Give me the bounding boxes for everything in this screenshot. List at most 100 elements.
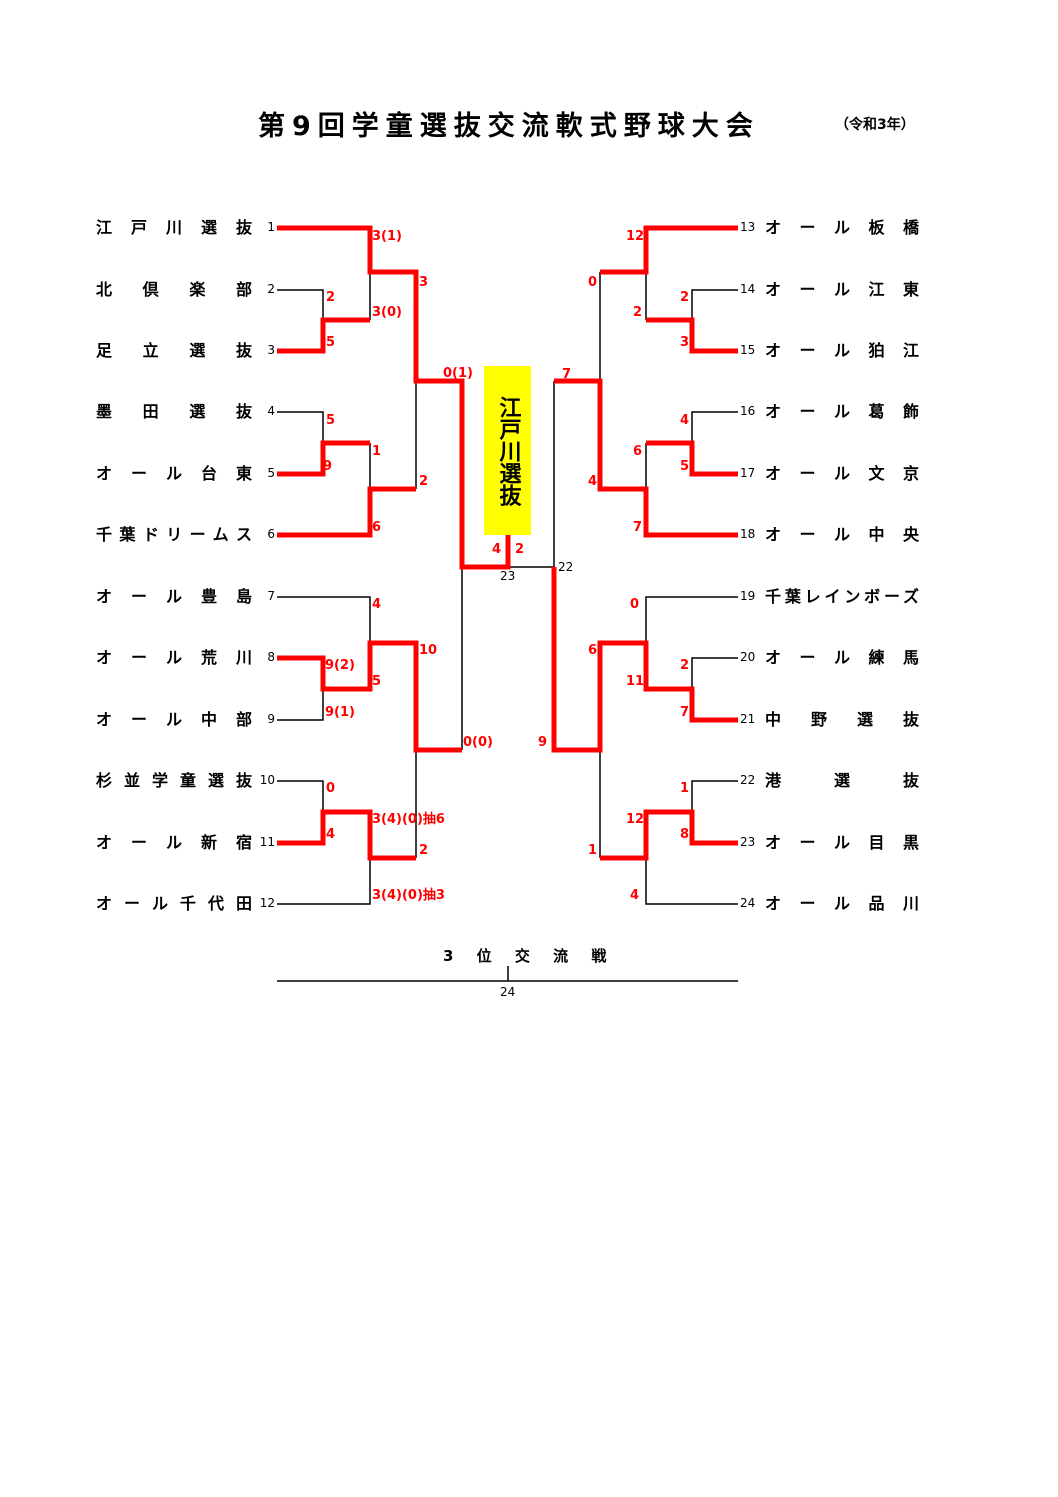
- score-label: 9(2): [325, 658, 355, 673]
- seed-number: 1: [267, 220, 275, 234]
- score-label: 3(4)(0)抽3: [372, 888, 445, 903]
- team-name: オール中央: [765, 525, 919, 544]
- score-label: 3(1): [372, 229, 402, 244]
- team-name: オール千代田: [96, 894, 252, 913]
- team-name: オール豊島: [96, 587, 252, 606]
- score-label: 10: [419, 643, 438, 658]
- score-label: 3: [419, 275, 429, 290]
- seed-number: 3: [267, 343, 275, 357]
- score-label: 4: [680, 413, 690, 428]
- score-label: 4: [588, 474, 598, 489]
- score-label: 6: [633, 444, 643, 459]
- score-label: 0: [630, 597, 640, 612]
- seed-number: 23: [740, 835, 756, 849]
- seed-number: 5: [267, 466, 275, 480]
- score-label: 0(1): [443, 366, 473, 381]
- score-label: 12: [626, 229, 645, 244]
- page-title: 第9回学童選抜交流軟式野球大会: [258, 111, 760, 142]
- team-name: オール中部: [96, 710, 252, 729]
- score-label: 0(0): [463, 735, 493, 750]
- team-name: 千葉ドリームス: [96, 525, 252, 544]
- seed-number: 22: [740, 773, 756, 787]
- champion-box: 江戸川選抜: [484, 366, 531, 535]
- score-label: 2: [326, 290, 336, 305]
- seed-number: 8: [267, 650, 275, 664]
- score-label: 4: [492, 542, 502, 557]
- score-label: 6: [372, 520, 382, 535]
- team-name: 杉並学童選抜: [96, 771, 252, 790]
- seed-number: 19: [740, 589, 756, 603]
- match-number: 23: [500, 569, 516, 583]
- score-label: 4: [630, 888, 640, 903]
- score-label: 4: [372, 597, 382, 612]
- seed-number: 18: [740, 527, 756, 541]
- team-name: オール新宿: [96, 833, 252, 852]
- score-label: 2: [680, 658, 690, 673]
- score-label: 0: [588, 275, 598, 290]
- seed-number: 20: [740, 650, 756, 664]
- team-name: 港選抜: [765, 771, 919, 790]
- score-label: 9: [538, 735, 548, 750]
- score-label: 2: [419, 843, 429, 858]
- seed-number: 15: [740, 343, 756, 357]
- team-name: 北倶楽部: [96, 280, 252, 299]
- seed-number: 21: [740, 712, 756, 726]
- seed-number: 9: [267, 712, 275, 726]
- era-label: （令和3年）: [835, 117, 915, 133]
- score-label: 1: [372, 444, 382, 459]
- score-label: 3(4)(0)抽6: [372, 812, 445, 827]
- seed-number: 10: [259, 773, 275, 787]
- score-label: 7: [562, 367, 572, 382]
- team-name: 千葉レインボーズ: [765, 587, 919, 606]
- match-number: 22: [558, 560, 574, 574]
- champion-name: 江戸川選抜: [495, 395, 521, 506]
- team-name: オール品川: [765, 894, 919, 913]
- seed-number: 13: [740, 220, 756, 234]
- match-number: 24: [500, 985, 516, 999]
- team-name: オール板橋: [765, 218, 919, 237]
- seed-number: 12: [259, 896, 275, 910]
- team-name: 中野選抜: [765, 710, 919, 729]
- score-label: 1: [680, 781, 690, 796]
- team-name: オール葛飾: [765, 402, 919, 421]
- seed-number: 16: [740, 404, 756, 418]
- loser-lines: [277, 272, 738, 982]
- score-label: 5: [326, 335, 336, 350]
- score-label: 3: [680, 335, 690, 350]
- seed-number: 24: [740, 896, 756, 910]
- seed-number: 7: [267, 589, 275, 603]
- seed-number: 17: [740, 466, 756, 480]
- team-name: 江戸川選抜: [96, 218, 252, 237]
- score-label: 3(0): [372, 305, 402, 320]
- seed-number: 11: [259, 835, 275, 849]
- team-name: オール目黒: [765, 833, 919, 852]
- team-name: 墨田選抜: [96, 402, 252, 421]
- winner-lines: [277, 225, 738, 861]
- score-label: 5: [372, 674, 382, 689]
- score-label: 1: [588, 843, 598, 858]
- team-name: オール江東: [765, 280, 919, 299]
- seed-number: 6: [267, 527, 275, 541]
- team-name: オール文京: [765, 464, 919, 483]
- score-label: 5: [680, 459, 690, 474]
- score-label: 0: [326, 781, 336, 796]
- score-label: 2: [633, 305, 643, 320]
- score-label: 7: [680, 705, 690, 720]
- team-name: オール台東: [96, 464, 252, 483]
- score-label: 7: [633, 520, 643, 535]
- score-label: 9: [323, 459, 333, 474]
- score-label: 8: [680, 827, 690, 842]
- score-label: 6: [588, 643, 598, 658]
- team-name: オール荒川: [96, 648, 252, 667]
- score-label: 5: [326, 413, 336, 428]
- score-label: 9(1): [325, 705, 355, 720]
- score-label: 2: [680, 290, 690, 305]
- team-name: オール狛江: [765, 341, 919, 360]
- score-label: 4: [326, 827, 336, 842]
- seed-number: 2: [267, 282, 275, 296]
- team-name: オール練馬: [765, 648, 919, 667]
- seed-number: 4: [267, 404, 275, 418]
- score-label: 12: [626, 812, 645, 827]
